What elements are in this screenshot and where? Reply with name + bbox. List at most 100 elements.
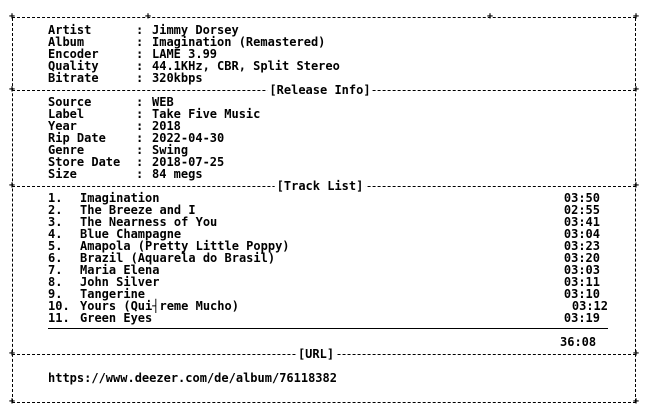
track-title: The Breeze and I	[80, 203, 196, 217]
release-value: 2018	[152, 119, 181, 133]
track-number: 9.	[48, 287, 63, 301]
url-divider-left: +	[8, 348, 16, 359]
release-info-title: [Release Info]	[267, 83, 373, 97]
track-duration: 03:11	[563, 275, 600, 289]
release-key: Rip Date	[48, 131, 106, 145]
release-value: Swing	[152, 143, 189, 157]
separator-colon: :	[136, 167, 144, 181]
track-number: 7.	[48, 263, 63, 277]
separator-colon: :	[136, 23, 144, 37]
release-row-label: Label: Take Five Music	[48, 108, 260, 120]
track-number: 8.	[48, 275, 63, 289]
track-duration: 03:41	[563, 215, 600, 229]
release-divider-right: +	[632, 84, 640, 95]
separator-colon: :	[136, 35, 144, 49]
track-list-title: [Track List]	[274, 179, 366, 193]
separator-colon: :	[136, 95, 144, 109]
header-value: Imagination (Remastered)	[152, 35, 326, 49]
track-duration: 03:03	[563, 263, 600, 277]
tracklist-divider-left: +	[8, 180, 16, 191]
corner-bottom-right: +	[632, 396, 640, 407]
release-key: Size	[48, 167, 77, 181]
track-total: 36:08	[560, 335, 597, 349]
release-key: Genre	[48, 143, 85, 157]
header-value: 44.1KHz, CBR, Split Stereo	[152, 59, 340, 73]
left-border	[12, 18, 13, 402]
track-total-underline	[48, 328, 608, 329]
right-border	[635, 18, 636, 402]
release-value: 2022-04-30	[152, 131, 225, 145]
bottom-border	[12, 402, 636, 403]
track-title: Brazil (Aquarela do Brasil)	[80, 251, 276, 265]
track-number: 3.	[48, 215, 63, 229]
track-duration: 03:04	[563, 227, 600, 241]
release-value: 84 megs	[152, 167, 203, 181]
release-row-genre: Genre: Swing	[48, 144, 188, 156]
track-duration: 02:55	[563, 203, 600, 217]
url-title: [URL]	[295, 347, 337, 361]
track-duration: 03:20	[563, 251, 600, 265]
track-title: Imagination	[80, 191, 160, 205]
track-row: 7. Maria Elena 03:03	[48, 264, 600, 276]
track-number: 11.	[48, 311, 70, 325]
header-key: Quality	[48, 59, 99, 73]
release-row-year: Year:2018	[48, 120, 181, 132]
header-row-album: Album: Imagination (Remastered)	[48, 36, 325, 48]
release-key: Label	[48, 107, 85, 121]
track-title: Blue Champagne	[80, 227, 182, 241]
separator-colon: :	[136, 143, 144, 157]
header-value: Jimmy Dorsey	[152, 23, 239, 37]
separator-colon: :	[136, 59, 144, 73]
separator-colon: :	[136, 155, 144, 169]
track-duration: 03:12	[571, 299, 608, 313]
header-value: LAME 3.99	[152, 47, 218, 61]
header-key: Bitrate	[48, 71, 99, 85]
track-number: 10.	[48, 299, 70, 313]
release-key: Year	[48, 119, 77, 133]
track-row: 2. The Breeze and I 02:55	[48, 204, 600, 216]
release-divider-left: +	[8, 84, 16, 95]
corner-bottom-left: +	[8, 396, 16, 407]
header-row-artist: Artist: Jimmy Dorsey	[48, 24, 239, 36]
url-divider-right: +	[632, 348, 640, 359]
release-row-store-date: Store Date:2018-07-25	[48, 156, 224, 168]
track-title: Yours (Qui┤reme Mucho)	[80, 299, 239, 313]
release-value: Take Five Music	[152, 107, 261, 121]
release-value: 2018-07-25	[152, 155, 225, 169]
track-row: 8. John Silver 03:11	[48, 276, 600, 288]
track-number: 1.	[48, 191, 63, 205]
separator-colon: :	[136, 131, 144, 145]
corner-top-left: +	[8, 11, 16, 22]
header-key: Artist	[48, 23, 92, 37]
separator-colon: :	[136, 119, 144, 133]
track-duration: 03:23	[563, 239, 600, 253]
separator-colon: :	[136, 107, 144, 121]
header-key: Encoder	[48, 47, 99, 61]
track-duration: 03:10	[563, 287, 600, 301]
track-row: 3. The Nearness of You 03:41	[48, 216, 600, 228]
track-row: 6. Brazil (Aquarela do Brasil) 03:20	[48, 252, 600, 264]
header-row-encoder: Encoder: LAME 3.99	[48, 48, 217, 60]
track-number: 6.	[48, 251, 63, 265]
track-title: Amapola (Pretty Little Poppy)	[80, 239, 290, 253]
track-title: The Nearness of You	[80, 215, 218, 229]
track-duration: 03:19	[563, 311, 600, 325]
album-url: https://www.deezer.com/de/album/76118382	[48, 371, 337, 385]
track-title: Green Eyes	[80, 311, 153, 325]
track-row: 10. Yours (Qui┤reme Mucho) 03:12	[48, 299, 608, 313]
header-key: Album	[48, 35, 85, 49]
corner-top-right: +	[632, 11, 640, 22]
header-row-quality: Quality:44.1KHz, CBR, Split Stereo	[48, 60, 340, 72]
track-number: 2.	[48, 203, 63, 217]
tracklist-divider-right: +	[632, 180, 640, 191]
separator-colon: :	[136, 47, 144, 61]
track-title: Maria Elena	[80, 263, 160, 277]
release-value: WEB	[152, 95, 174, 109]
track-number: 5.	[48, 239, 63, 253]
track-title: John Silver	[80, 275, 160, 289]
release-row-source: Source:WEB	[48, 96, 174, 108]
